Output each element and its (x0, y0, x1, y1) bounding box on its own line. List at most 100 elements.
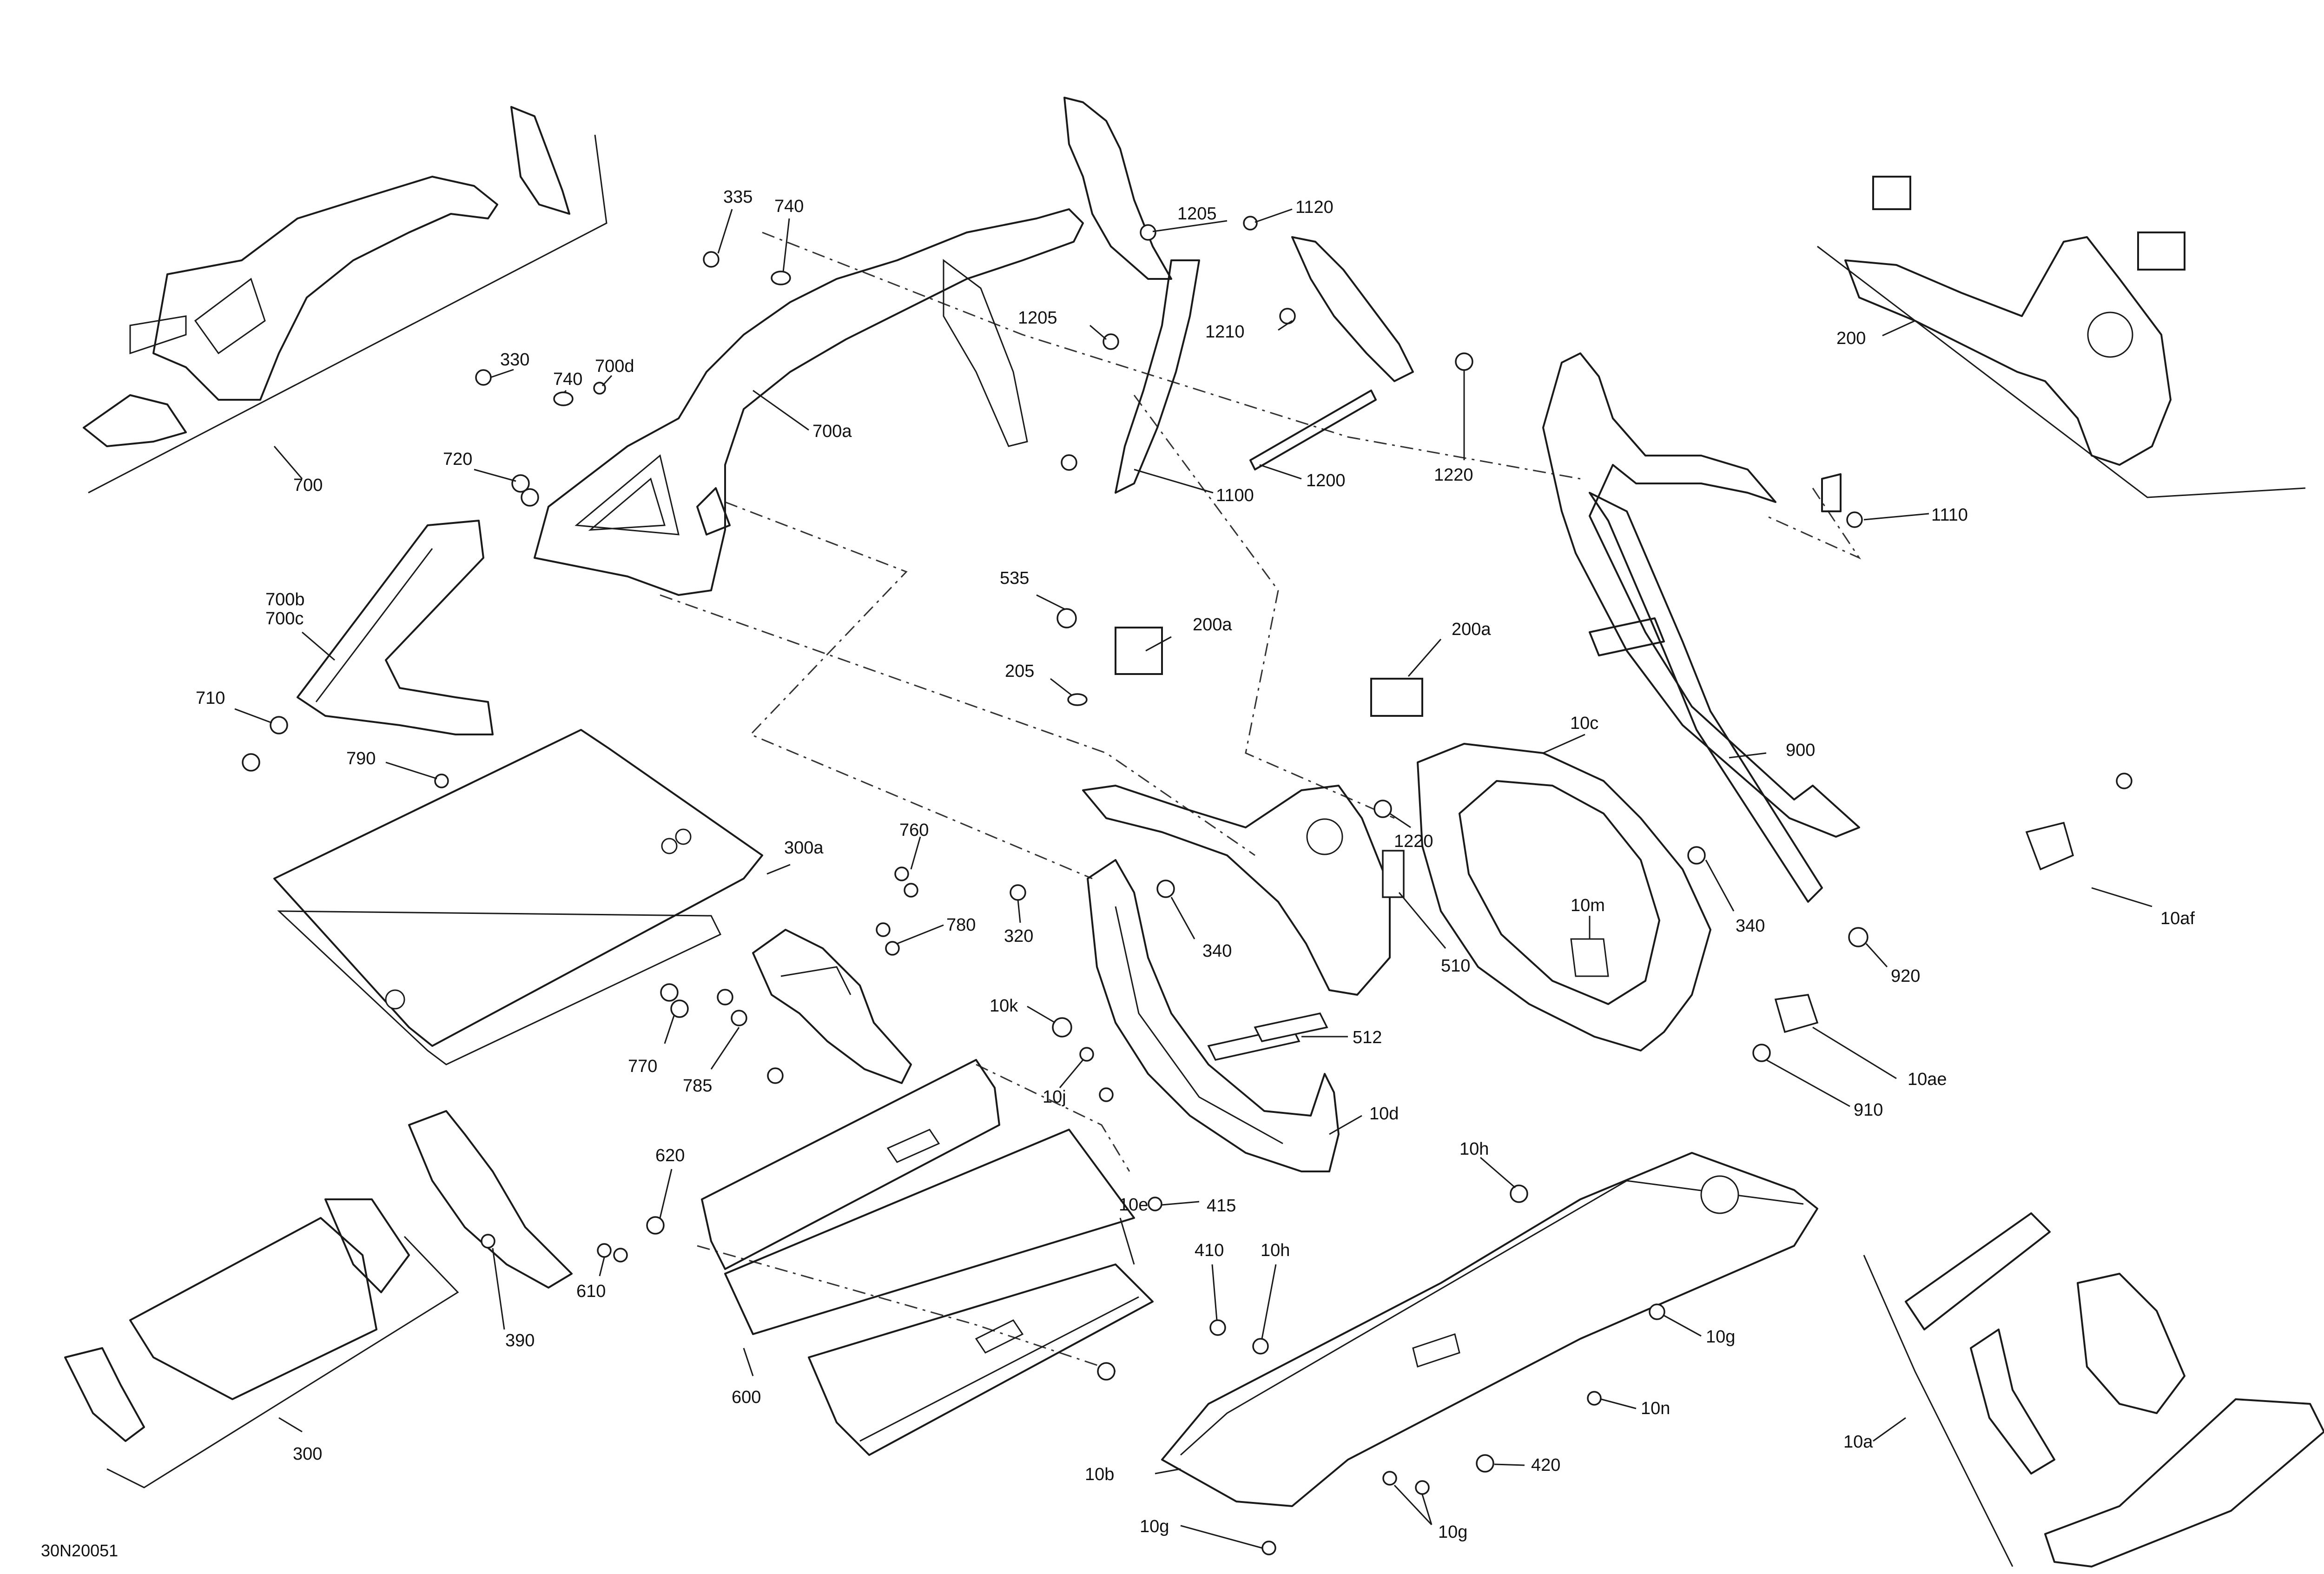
callout-510: 510 (1441, 956, 1470, 976)
center-line-floor-plate (660, 594, 1255, 856)
bolt-320 (1010, 884, 1026, 901)
floor-plate-hole-2 (675, 828, 692, 845)
panel-600-lower (724, 1129, 1135, 1335)
callout-1220-mid: 1220 (1394, 832, 1433, 851)
leader-710 (234, 708, 272, 724)
callout-10m: 10m (1571, 896, 1605, 915)
frame-700-gusset (194, 278, 266, 355)
bolt-1210 (1279, 308, 1296, 324)
callout-780: 780 (946, 915, 976, 935)
nut-1205-b (1103, 333, 1119, 350)
leader-415 (1162, 1201, 1200, 1206)
leader-780 (897, 924, 944, 945)
skid-plate-10b-rim (1180, 1180, 1804, 1456)
bolt-510 (1382, 850, 1405, 898)
frame-900-outline (1542, 352, 1860, 838)
callout-205: 205 (1005, 661, 1034, 681)
part-700b-700c-side-panel (297, 520, 494, 735)
bracket-200-outline (1844, 236, 2172, 466)
bolt-10e (1097, 1362, 1116, 1381)
inset-10a-crossmember (1905, 1212, 2051, 1330)
nut-390 (481, 1234, 495, 1249)
bracket-10m (1570, 938, 1609, 977)
leader-10h-bottom (1261, 1264, 1277, 1339)
callout-10g-right: 10g (1706, 1327, 1735, 1347)
washer-740-top (771, 271, 791, 285)
spacer-10j-a (1079, 1047, 1094, 1062)
callout-10af: 10af (2160, 909, 2195, 928)
part-700-inset (83, 106, 570, 447)
skid-plate-10b-slot (1412, 1333, 1460, 1368)
callout-620: 620 (655, 1146, 685, 1165)
leader-1205-b (1089, 324, 1107, 340)
bolt-512-b (1254, 1012, 1328, 1042)
bracket-300a-fold (780, 966, 852, 995)
frame-700a-outline (534, 208, 1084, 596)
callout-535: 535 (1000, 569, 1029, 588)
callout-10j: 10j (1043, 1087, 1066, 1107)
frame-900 (1542, 352, 1860, 903)
center-line-upper-to-mount (1133, 395, 1395, 819)
bumper-200-left (1872, 176, 1911, 210)
center-line-frame-to-bracket (725, 501, 1093, 880)
frame-700a-brace (943, 259, 1028, 447)
nut-785-c (767, 1067, 784, 1084)
frame-700a-gusset (574, 454, 680, 536)
skid-plate-10e (808, 1263, 1154, 1456)
center-line-front-panel (976, 1064, 1130, 1172)
callout-700: 700 (293, 476, 323, 495)
callout-10k: 10k (990, 996, 1018, 1016)
bracket-390 (408, 1110, 573, 1289)
bolt-610-a (597, 1243, 612, 1258)
leader-10n (1601, 1398, 1637, 1409)
center-line-skid-plate (697, 1245, 1116, 1372)
bracket-200-hole (2087, 311, 2133, 358)
nut-1205-a (1140, 224, 1156, 241)
leader-10g-right (1664, 1315, 1702, 1337)
callout-700b: 700b (265, 590, 305, 609)
callout-1210: 1210 (1205, 322, 1245, 342)
callout-340-right: 340 (1736, 916, 1765, 936)
leader-910 (1766, 1059, 1850, 1107)
callout-10a: 10a (1843, 1432, 1873, 1452)
nut-10h-top (1510, 1184, 1528, 1203)
bolt-330 (475, 369, 492, 386)
leader-10d (1329, 1115, 1362, 1135)
nut-770-b (670, 999, 689, 1018)
nut-420 (1476, 1454, 1494, 1473)
nut-10g-bottom-right-b (1415, 1480, 1430, 1495)
callout-1100: 1100 (1216, 486, 1254, 505)
callout-1120: 1120 (1295, 198, 1334, 217)
nut-1220-top (1455, 352, 1473, 371)
bracket-10af (2025, 821, 2074, 871)
leader-510 (1398, 892, 1446, 949)
link-1200-rod (1249, 390, 1377, 470)
leader-10e (1119, 1217, 1135, 1265)
hardware (242, 216, 2133, 1555)
frame-700-cross-tube (129, 315, 187, 355)
leader-340-right (1705, 860, 1735, 912)
callout-785: 785 (683, 1076, 712, 1096)
callout-320: 320 (1004, 926, 1033, 946)
leader-740-mid (563, 390, 567, 394)
group-line-10a (1863, 1255, 2014, 1567)
bumper-200-right (2137, 231, 2185, 271)
callout-330: 330 (500, 350, 529, 370)
nut-415 (1148, 1197, 1162, 1211)
bolt-535 (1056, 608, 1077, 628)
leader-10g-bottom-left (1180, 1525, 1262, 1549)
nut-10g-bottom-left (1261, 1541, 1276, 1555)
leader-535 (1036, 594, 1065, 610)
bumper-200a-right (1370, 678, 1423, 717)
callout-390: 390 (505, 1331, 535, 1350)
arm-10d-outline (1087, 859, 1340, 1172)
leader-10h-top (1480, 1157, 1516, 1189)
links-1100-1200 (1115, 236, 1414, 494)
leader-390 (492, 1248, 505, 1330)
callout-10g-bottom-right: 10g (1438, 1522, 1467, 1542)
frame-900-tab (1821, 473, 1842, 512)
frame-900-tube-stub (1589, 617, 1665, 656)
callout-10e: 10e (1119, 1195, 1148, 1215)
bracket-300a (752, 929, 912, 1084)
